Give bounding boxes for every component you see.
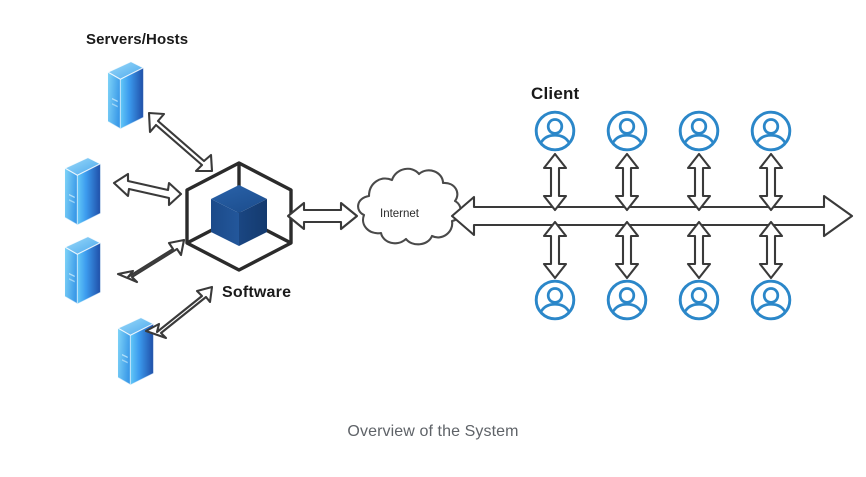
bus-client-bottom-connectors <box>542 220 784 280</box>
connector-bus-client-top-3 <box>686 152 712 212</box>
client-icon-top-4 <box>750 110 792 152</box>
client-icon-bottom-2 <box>606 279 648 321</box>
connector-bus-client-top-2 <box>614 152 640 212</box>
clients-bottom-group <box>534 279 792 321</box>
connector-bus-client-bottom-1 <box>542 220 568 280</box>
internet-cloud-icon <box>357 167 462 246</box>
connector-bus-client-bottom-3 <box>686 220 712 280</box>
software-server-connectors <box>112 111 214 340</box>
connector-software-server-2 <box>112 172 183 207</box>
client-icon-bottom-3 <box>678 279 720 321</box>
servers-group <box>64 60 154 386</box>
connector-bus-client-top-1 <box>542 152 568 212</box>
client-icon-top-2 <box>606 110 648 152</box>
bus-client-top-connectors <box>542 152 784 212</box>
server-icon-3 <box>64 235 101 305</box>
server-icon-2 <box>64 156 101 226</box>
client-icon-bottom-4 <box>750 279 792 321</box>
client-icon-top-1 <box>534 110 576 152</box>
server-icon-4 <box>117 316 154 386</box>
client-label: Client <box>531 84 580 103</box>
connector-software-server-1 <box>147 111 214 173</box>
internet-label: Internet <box>380 208 419 220</box>
connector-bus-client-top-4 <box>758 152 784 212</box>
connector-software-internet <box>286 201 359 231</box>
connector-software-server-4 <box>144 285 214 340</box>
software-cube-icon <box>185 161 293 272</box>
server-icon-1 <box>107 60 144 130</box>
connector-internet-client-bus <box>450 194 854 238</box>
connector-bus-client-bottom-2 <box>614 220 640 280</box>
software-label: Software <box>222 284 292 301</box>
connector-bus-client-bottom-4 <box>758 220 784 280</box>
clients-top-group <box>534 110 792 152</box>
connector-software-server-3 <box>116 238 186 284</box>
figure-caption: Overview of the System <box>347 423 519 440</box>
client-icon-bottom-1 <box>534 279 576 321</box>
client-icon-top-3 <box>678 110 720 152</box>
servers-hosts-label: Servers/Hosts <box>86 31 189 48</box>
